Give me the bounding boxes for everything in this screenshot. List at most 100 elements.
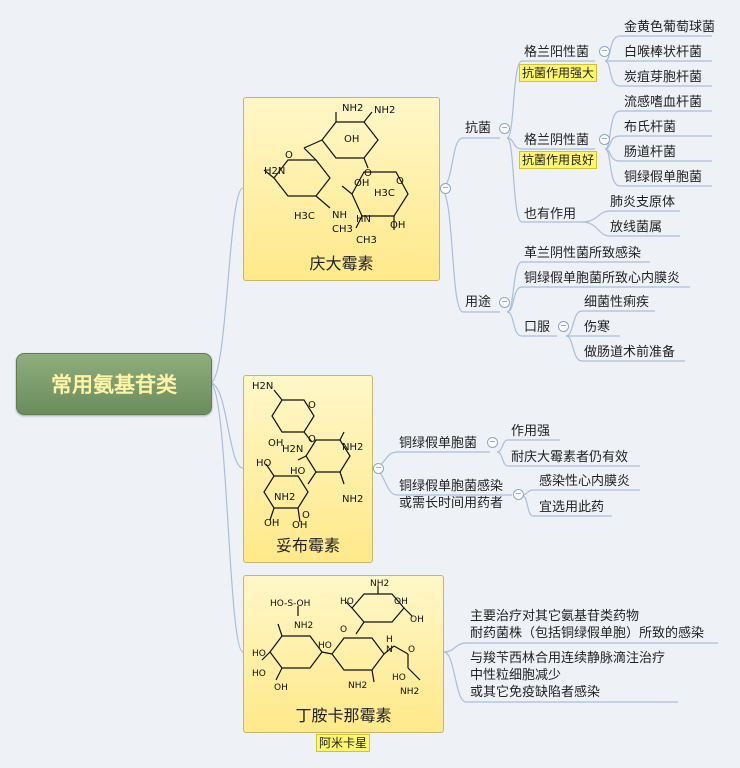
list-item[interactable]: 肠道杆菌 xyxy=(624,145,677,160)
list-item[interactable]: 铜绿假单胞菌 xyxy=(624,170,703,185)
collapse-minus-icon[interactable]: − xyxy=(513,489,524,500)
collapse-minus-icon[interactable]: − xyxy=(440,183,451,194)
list-item[interactable]: 细菌性痢疾 xyxy=(584,295,650,310)
chem-label: H3C xyxy=(294,211,315,222)
list-item[interactable]: 肺炎支原体 xyxy=(610,195,676,210)
chem-label: OH xyxy=(390,220,405,231)
chem-label: CH3 xyxy=(356,235,377,246)
chem-label: HN xyxy=(356,214,371,225)
node-pseudomonas-infection[interactable]: 铜绿假单胞菌感染 xyxy=(399,479,504,494)
chem-label: NH2 xyxy=(370,579,389,589)
chem-label: NH2 xyxy=(294,621,313,631)
list-item[interactable]: 做肠道术前准备 xyxy=(584,345,676,360)
root-topic[interactable]: 常用氨基苷类 xyxy=(16,353,212,415)
list-item[interactable]: 耐庆大霉素者仍有效 xyxy=(511,450,629,465)
list-item[interactable]: 布氏杆菌 xyxy=(624,120,677,135)
list-item[interactable]: 白喉棒状杆菌 xyxy=(624,45,703,60)
chem-label: N xyxy=(386,645,393,655)
chem-label: O xyxy=(364,168,372,179)
node-gram-positive[interactable]: 格兰阳性菌 xyxy=(524,45,590,60)
list-item[interactable]: 铜绿假单胞菌所致心内膜炎 xyxy=(524,271,681,286)
drug-card-gentamicin[interactable]: NH2 NH2 OH O O H2N OH H3C O H3C NH CH3 H… xyxy=(243,97,440,281)
collapse-minus-icon[interactable]: − xyxy=(499,123,510,134)
chem-label: O xyxy=(308,434,316,445)
chem-label: H2N xyxy=(282,444,303,455)
chem-label: HO xyxy=(318,641,332,651)
gentamicin-structure-diagram: NH2 NH2 OH O O H2N OH H3C O H3C NH CH3 H… xyxy=(263,103,409,246)
chem-label: O xyxy=(302,510,310,521)
chem-label: OH xyxy=(274,683,288,693)
chem-label: NH2 xyxy=(274,492,295,503)
chem-label: CH3 xyxy=(332,224,353,235)
chem-label: NH xyxy=(332,210,347,221)
chem-label: OH xyxy=(344,134,359,145)
node-usage[interactable]: 用途 xyxy=(465,295,492,310)
node-gram-negative[interactable]: 格兰阴性菌 xyxy=(524,133,590,148)
chem-label: OH xyxy=(354,178,369,189)
drug-title: 妥布霉素 xyxy=(275,536,340,555)
note-tag: 抗菌作用良好 xyxy=(519,151,598,169)
collapse-minus-icon[interactable]: − xyxy=(487,437,498,448)
drug-card-amikacin[interactable]: NH2 HO OH OH O HO-S-OH NH2 HO H N O HO H… xyxy=(243,575,444,733)
chem-label: OH xyxy=(268,438,283,449)
chem-label: OH xyxy=(410,615,424,625)
collapse-minus-icon[interactable]: − xyxy=(558,321,569,332)
node-amikacin-combination-line2: 中性粒细胞减少 xyxy=(470,668,562,683)
chem-label: O xyxy=(340,625,347,635)
chem-label: NH2 xyxy=(374,105,395,116)
node-amikacin-resistant-line2: 耐药菌株（包括铜绿假单胞）所致的感染 xyxy=(470,626,705,641)
node-oral[interactable]: 口服 xyxy=(524,320,551,335)
node-antibacterial[interactable]: 抗菌 xyxy=(465,121,492,136)
chem-label: HO xyxy=(290,466,306,477)
drug-title: 庆大霉素 xyxy=(309,254,374,273)
list-item[interactable]: 放线菌属 xyxy=(610,220,663,235)
list-item[interactable]: 流感嗜血杆菌 xyxy=(624,95,703,110)
chem-label: H2N xyxy=(264,166,285,177)
chem-label: NH2 xyxy=(400,687,419,697)
list-item[interactable]: 宜选用此药 xyxy=(539,500,605,515)
chem-label: HO xyxy=(252,669,266,679)
collapse-minus-icon[interactable]: − xyxy=(599,46,610,57)
collapse-minus-icon[interactable]: − xyxy=(499,297,510,308)
chem-label: OH xyxy=(264,518,279,529)
chem-label: O xyxy=(285,150,293,161)
drug-title: 丁胺卡那霉素 xyxy=(295,706,392,725)
chem-label: HO-S-OH xyxy=(270,599,310,609)
node-also-effective[interactable]: 也有作用 xyxy=(524,207,577,222)
node-amikacin-combination-line3: 或其它免疫缺陷者感染 xyxy=(470,685,601,700)
chem-label: H3C xyxy=(374,188,395,199)
chem-label: HO xyxy=(392,673,406,683)
list-item[interactable]: 革兰阴性菌所致感染 xyxy=(524,246,642,261)
chem-label: NH2 xyxy=(342,442,363,453)
node-amikacin-resistant[interactable]: 主要治疗对其它氨基苷类药物 xyxy=(470,609,640,624)
list-item[interactable]: 伤寒 xyxy=(584,320,611,335)
chem-label: O xyxy=(408,645,415,655)
node-amikacin-combination[interactable]: 与羧苄西林合用连续静脉滴注治疗 xyxy=(470,651,666,666)
chem-label: OH xyxy=(292,520,307,531)
list-item[interactable]: 炭疽芽胞杆菌 xyxy=(624,70,703,85)
note-tag: 抗菌作用强大 xyxy=(519,64,598,82)
chem-label: HO xyxy=(256,458,272,469)
root-topic-label: 常用氨基苷类 xyxy=(51,373,177,397)
amikacin-structure-diagram: NH2 HO OH OH O HO-S-OH NH2 HO H N O HO H… xyxy=(252,579,424,697)
chem-label: NH2 xyxy=(348,681,367,691)
chem-label: O xyxy=(396,176,404,187)
drug-card-tobramycin[interactable]: H2N O OH H2N O NH2 HO NH2 HO NH2 O OH OH… xyxy=(243,375,373,563)
list-item[interactable]: 作用强 xyxy=(511,424,551,439)
collapse-minus-icon[interactable]: − xyxy=(599,134,610,145)
list-item[interactable]: 金黄色葡萄球菌 xyxy=(624,20,716,35)
chem-label: OH xyxy=(394,597,408,607)
chem-label: H2N xyxy=(252,381,273,392)
chem-label: NH2 xyxy=(342,103,363,114)
node-pseudomonas[interactable]: 铜绿假单胞菌 xyxy=(399,436,478,451)
chem-label: HO xyxy=(340,597,354,607)
chem-label: HO xyxy=(252,649,266,659)
chem-label: H xyxy=(386,635,393,645)
collapse-minus-icon[interactable]: − xyxy=(373,463,384,474)
chem-label: O xyxy=(308,400,316,411)
drug-alias-tag: 阿米卡星 xyxy=(316,734,371,752)
list-item[interactable]: 感染性心内膜炎 xyxy=(539,474,631,489)
node-pseudomonas-infection-line2: 或需长时间用药者 xyxy=(399,496,504,511)
chem-label: NH2 xyxy=(342,494,363,505)
